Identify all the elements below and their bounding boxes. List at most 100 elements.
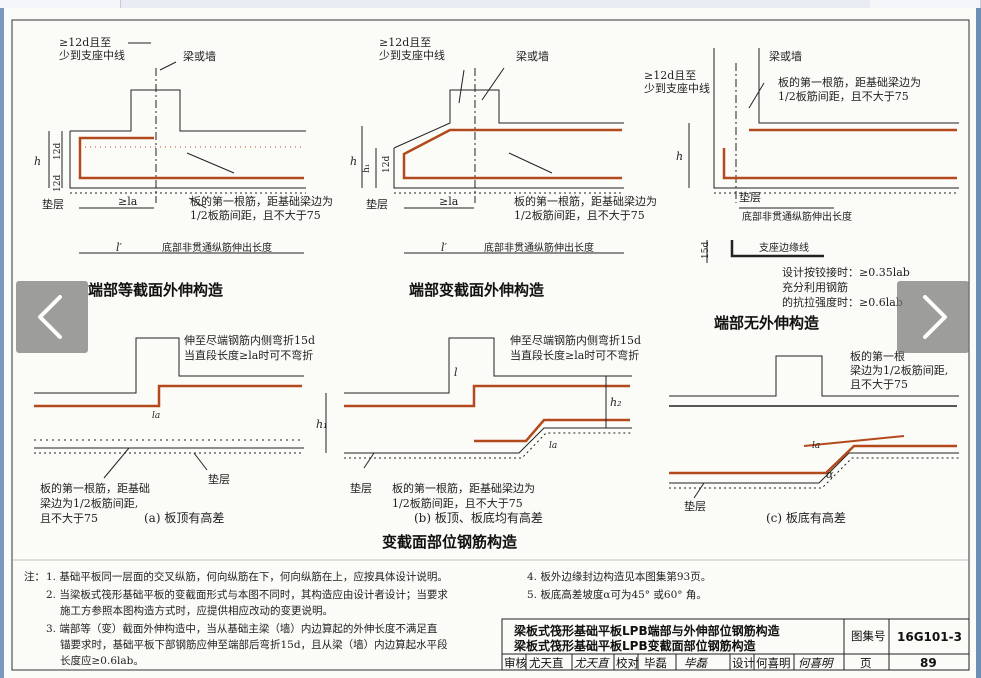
tab[interactable] [0, 0, 61, 8]
dim-h2: h₂ [610, 396, 622, 409]
label-ge12d: ≥12d且至 [379, 36, 431, 49]
label-first-bar-3: 且不大于75 [850, 377, 908, 391]
dim-h: h [34, 155, 41, 168]
sheet-border [11, 19, 970, 671]
title-line1: 梁板式筏形基础平板LPB端部与外伸部位钢筋构造 [513, 623, 781, 638]
detail-top-step-labels: 伸至尽端钢筋内侧弯折15d 当直段长度≥la时可不弯折 la 板的第一根筋，距基… [40, 333, 315, 525]
label-first-bar-2: 1/2板筋间距，且不大于75 [514, 208, 645, 222]
label-cushion: 垫层 [684, 499, 706, 513]
label-ge12d: ≥12d且至 [59, 36, 111, 49]
window-edge-right [976, 8, 981, 678]
dim-h: h [676, 150, 683, 163]
label-ge12d-2: 少到支座中线 [379, 48, 445, 62]
note-1: 1. 基础平板同一层面的交叉纵筋，何向纵筋在下，何向纵筋在上，应按具体设计说明。 [46, 570, 448, 583]
subcaption-a: (a) 板顶有高差 [144, 510, 224, 525]
note-2b: 施工方参照本图构造方式时，应提供相应改动的变更说明。 [60, 604, 333, 617]
dim-15d: 15d [701, 242, 711, 259]
dim-alpha: α [826, 468, 834, 481]
label-hinge-2: 充分利用钢筋 [782, 280, 848, 294]
detail-end-no-overhang-labels: 梁或墙 ≥12d且至 少到支座中线 板的第一根筋，距基础梁边为 1/2板筋间距，… [644, 49, 921, 332]
label-cushion: 垫层 [366, 197, 388, 211]
detail-bottom-step [669, 355, 959, 499]
dim-12d: 12d [53, 143, 63, 160]
chevron-left-icon [38, 295, 62, 339]
detail-end-variable-labels: ≥12d且至 少到支座中线 梁或墙 h h₁ 12d ≥la l′ 板的第一根筋… [350, 36, 657, 299]
checker-signature: 毕磊 [684, 656, 708, 670]
designer-signature: 何喜明 [798, 656, 834, 670]
label-ge12d: ≥12d且至 [644, 69, 696, 82]
label-beam-or-wall: 梁或墙 [183, 49, 216, 63]
next-image-button[interactable] [897, 281, 969, 353]
label-first-bar: 板的第一根筋，距基础梁边为 [778, 75, 921, 89]
label-bend: 伸至尽端钢筋内侧弯折15d [184, 333, 315, 347]
title-line2: 梁板式筏形基础平板LPB变截面部位钢筋构造 [513, 638, 757, 653]
dim-lprime: l′ [116, 241, 123, 254]
detail-end-equal [48, 42, 306, 254]
detail-top-step [34, 337, 304, 479]
title-block [501, 618, 970, 671]
dim-lprime: l′ [441, 241, 448, 254]
tab[interactable] [870, 0, 981, 8]
detail-end-no-overhang [688, 48, 959, 263]
label-beam-or-wall: 梁或墙 [516, 49, 549, 63]
subcaption-c: (c) 板底有高差 [766, 510, 846, 525]
label-first-bar: 板的第一根筋，距基础梁边为 [514, 194, 657, 208]
label-bottom-ext: 底部非贯通纵筋伸出长度 [484, 241, 594, 254]
label-cushion: 垫层 [208, 472, 230, 486]
label-bend-2: 当直段长度≥la时可不弯折 [184, 348, 313, 362]
label-support-edge: 支座边缘线 [759, 241, 809, 254]
detail-end-equal-labels: ≥12d且至 少到支座中线 梁或墙 h 12d 12d ≥la l′ 板的第一根… [34, 36, 333, 299]
checker: 毕磊 [644, 656, 667, 670]
label-hinge-3: 的抗拉强度时：≥0.6lab [782, 295, 903, 309]
atlas-label: 图集号 [851, 629, 886, 643]
caption-variable-section: 变截面部位钢筋构造 [382, 533, 517, 551]
drawing-sheet: ≥12d且至 少到支座中线 梁或墙 h 12d 12d ≥la l′ 板的第一根… [4, 8, 976, 678]
label-cushion: 垫层 [350, 481, 372, 495]
label-ge12d-2: 少到支座中线 [59, 48, 125, 62]
tab[interactable] [60, 0, 121, 8]
dim-12d: 12d [382, 156, 392, 173]
dim-l: l [454, 366, 458, 379]
label-first-bar: 板的第一根筋，距基础梁边为 [392, 481, 535, 495]
note-2: 2. 当梁板式筏形基础平板的变截面形式与本图不同时，其构造应由设计者设计；当要求 [46, 588, 448, 601]
label-first-bar: 板的第一根筋，距基础 [40, 481, 150, 495]
label-first-bar-2: 1/2板筋间距，且不大于75 [778, 89, 909, 103]
label-first-bar-2: 梁边为1/2板筋间距, [40, 496, 138, 510]
dim-h: h [350, 155, 357, 168]
note-3b: 锚要求时，基础平板下部钢筋应伸至端部后弯折15d，且从梁（墙）内边算起水平段 [60, 638, 448, 651]
dim-la-small: la [812, 441, 820, 451]
detail-end-variable [361, 67, 624, 254]
check-label: 校对 [616, 656, 639, 670]
previous-image-button[interactable] [16, 281, 88, 353]
detail-top-bottom-step-labels: 伸至尽端钢筋内侧弯折15d 当直段长度≥la时可不弯折 h₁ h₂ l la 垫… [316, 333, 641, 551]
dim-la-small: la [549, 441, 557, 451]
label-ge12d-2: 少到支座中线 [644, 81, 710, 95]
dim-la-small: la [152, 411, 160, 421]
window-edge-left [0, 8, 4, 678]
chevron-right-icon [923, 295, 947, 339]
label-cushion: 垫层 [739, 190, 761, 204]
label-bottom-ext: 底部非贯通纵筋伸出长度 [162, 241, 272, 254]
design-label: 设计 [732, 656, 755, 670]
reviewer: 尤天直 [529, 656, 564, 670]
label-first-bar-2: 1/2板筋间距，且不大于75 [392, 496, 523, 510]
label-first-bar-2: 梁边为1/2板筋间距, [850, 363, 948, 377]
designer: 何喜明 [756, 656, 791, 670]
dim-la: ≥la [118, 195, 138, 208]
label-bend: 伸至尽端钢筋内侧弯折15d [510, 333, 641, 347]
detail-bottom-step-labels: 板的第一根 梁边为1/2板筋间距, 且不大于75 la α 垫层 (c) 板底有… [684, 349, 948, 525]
note-4: 4. 板外边缘封边构造见本图集第93页。 [527, 570, 711, 583]
caption-end-variable: 端部变截面外伸构造 [409, 281, 544, 299]
label-first-bar: 板的第一根 [850, 349, 905, 363]
rebar-detail-drawing: ≥12d且至 少到支座中线 梁或墙 h 12d 12d ≥la l′ 板的第一根… [11, 19, 970, 671]
dim-h1: h₁ [316, 418, 328, 431]
caption-end-equal: 端部等截面外伸构造 [88, 281, 223, 299]
label-cushion: 垫层 [42, 197, 64, 211]
label-beam-or-wall: 梁或墙 [769, 49, 802, 63]
caption-end-no-overhang: 端部无外伸构造 [714, 314, 819, 332]
subcaption-b: (b) 板顶、板底均有高差 [414, 510, 543, 525]
label-hinge: 设计按铰接时：≥0.35lab [782, 265, 910, 279]
notes: 注： 1. 基础平板同一层面的交叉纵筋，何向纵筋在下，何向纵筋在上，应按具体设计… [24, 570, 711, 667]
label-first-bar-3: 且不大于75 [40, 511, 98, 525]
label-bend-2: 当直段长度≥la时可不弯折 [510, 348, 639, 362]
